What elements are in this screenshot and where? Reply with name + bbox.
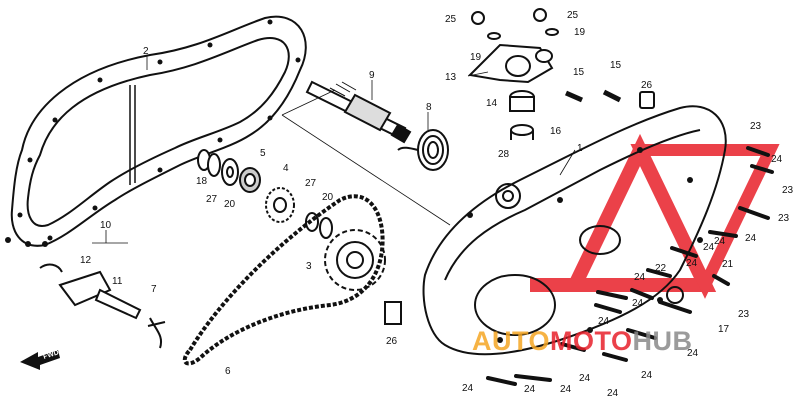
washer-stack-part bbox=[197, 149, 333, 239]
callout-label: 24 bbox=[771, 154, 783, 165]
callout-label: 23 bbox=[782, 185, 794, 196]
leader-lines bbox=[92, 56, 576, 244]
callout-label: 23 bbox=[778, 213, 790, 224]
callout-label: 10 bbox=[100, 220, 112, 231]
callout-label: 3 bbox=[306, 261, 312, 272]
callout-label: 20 bbox=[224, 199, 236, 210]
callout-label: 6 bbox=[225, 366, 231, 377]
callout-label: 23 bbox=[750, 121, 762, 132]
watermark-text: AUTOMOTOHUB bbox=[472, 326, 693, 356]
callout-label: 1 bbox=[577, 143, 583, 154]
callout-label: 24 bbox=[579, 373, 591, 384]
callout-label: 15 bbox=[573, 67, 585, 78]
callout-label: 4 bbox=[283, 163, 289, 174]
callout-label: 24 bbox=[632, 298, 644, 309]
callout-label: 13 bbox=[445, 72, 457, 83]
drive-chain-part bbox=[182, 194, 385, 366]
svg-text:AUTOMOTOHUB: AUTOMOTOHUB bbox=[472, 326, 693, 356]
callout-label: 14 bbox=[486, 98, 498, 109]
callout-label: 5 bbox=[260, 148, 266, 159]
callout-label: 12 bbox=[80, 255, 92, 266]
callout-label: 23 bbox=[738, 309, 750, 320]
callout-label: 25 bbox=[445, 14, 457, 25]
callout-label: 24 bbox=[560, 384, 572, 395]
callout-label: 24 bbox=[462, 383, 474, 394]
watermark-moto: MOTO bbox=[550, 326, 633, 356]
watermark-hub: HUB bbox=[633, 326, 693, 356]
callout-label: 9 bbox=[369, 70, 375, 81]
callout-label: 24 bbox=[686, 258, 698, 269]
callout-label: 18 bbox=[196, 176, 208, 187]
callout-label: 24 bbox=[641, 370, 653, 381]
gasket-part bbox=[5, 15, 307, 247]
callout-label: 2 bbox=[143, 46, 149, 57]
callout-label: 25 bbox=[567, 10, 579, 21]
watermark-auto: AUTO bbox=[472, 326, 550, 356]
callout-label: 15 bbox=[610, 60, 622, 71]
callout-label: 24 bbox=[598, 316, 610, 327]
transmission-cover-part bbox=[422, 105, 727, 356]
callout-label: 27 bbox=[206, 194, 218, 205]
callout-label: 20 bbox=[322, 192, 334, 203]
callout-label: 28 bbox=[498, 149, 510, 160]
callout-label: 16 bbox=[550, 126, 562, 137]
callout-label: 22 bbox=[655, 263, 667, 274]
callout-labels: 1 2 3 4 5 6 7 8 9 10 11 12 13 14 15 15 1… bbox=[80, 10, 794, 399]
callout-label: 19 bbox=[470, 52, 482, 63]
callout-label: 27 bbox=[305, 178, 317, 189]
callout-label: 24 bbox=[607, 388, 619, 399]
linkage-bracket-part bbox=[384, 8, 655, 325]
fwd-label: FWD bbox=[42, 349, 59, 361]
forward-direction-arrow: FWD bbox=[20, 349, 60, 370]
return-spring-part bbox=[397, 129, 449, 171]
callout-label: 8 bbox=[426, 102, 432, 113]
callout-label: 19 bbox=[574, 27, 586, 38]
kick-arm-part bbox=[39, 263, 166, 349]
sprocket-part bbox=[324, 229, 386, 291]
callout-label: 24 bbox=[714, 236, 726, 247]
callout-label: 24 bbox=[703, 242, 715, 253]
callout-label: 21 bbox=[722, 259, 734, 270]
callout-label: 26 bbox=[386, 336, 398, 347]
callout-label: 24 bbox=[687, 348, 699, 359]
bolt-set-part bbox=[486, 146, 774, 386]
callout-label: 24 bbox=[634, 272, 646, 283]
callout-label: 24 bbox=[745, 233, 757, 244]
callout-label: 26 bbox=[641, 80, 653, 91]
callout-label: 17 bbox=[718, 324, 730, 335]
drive-shaft-part bbox=[305, 80, 412, 144]
watermark-logo-triangle bbox=[530, 133, 780, 299]
callout-label: 24 bbox=[524, 384, 536, 395]
callout-label: 11 bbox=[112, 276, 123, 287]
callout-label: 7 bbox=[151, 284, 157, 295]
